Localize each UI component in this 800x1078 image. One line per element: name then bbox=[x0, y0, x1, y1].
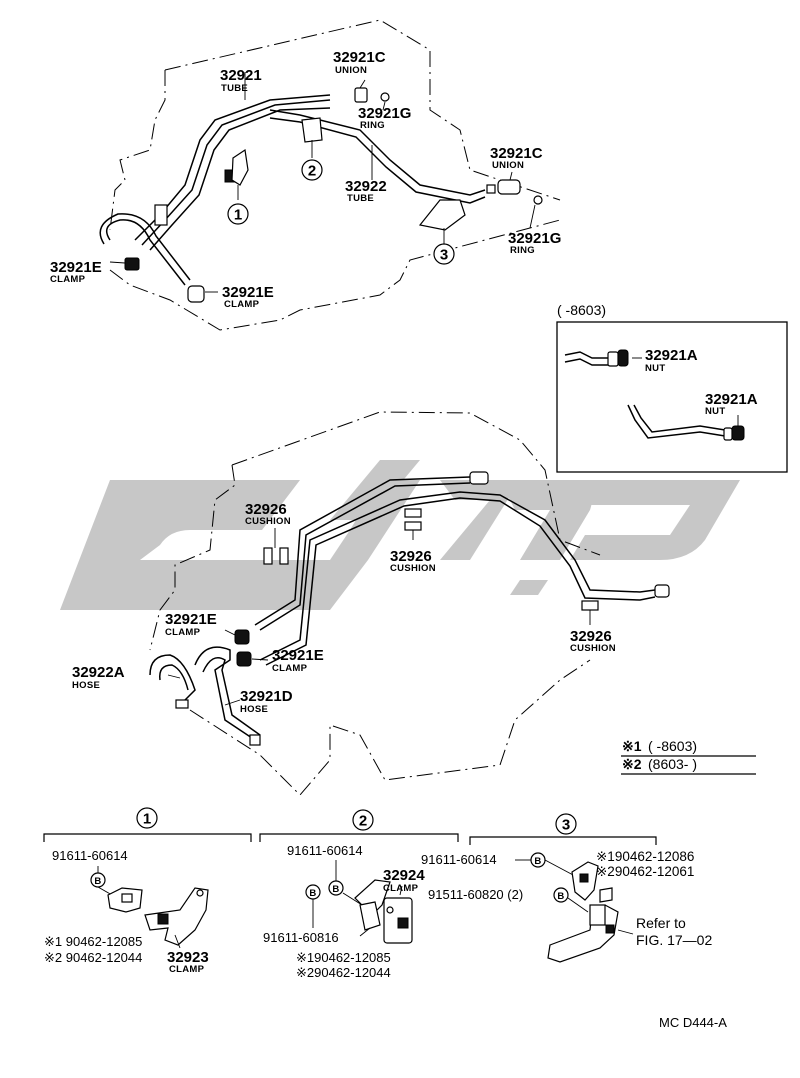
svg-text:B: B bbox=[309, 888, 316, 899]
label-clamp-bottom-name: CLAMP bbox=[224, 299, 260, 310]
svg-text:B: B bbox=[94, 876, 101, 887]
detail-2-bolt-top-symbol bbox=[328, 880, 344, 896]
label-hose-d-name: HOSE bbox=[240, 704, 268, 715]
ref-circle-3 bbox=[433, 243, 455, 265]
label-ring-top-number: 32921G bbox=[358, 105, 411, 122]
inset-nut-a-number: 32921A bbox=[645, 347, 698, 364]
detail-2-alt1: ※190462-12085 bbox=[296, 950, 391, 965]
detail-1-clamp-number: 32923 bbox=[167, 949, 209, 966]
label-clamp-bottom-number: 32921E bbox=[222, 284, 274, 301]
label-32922-name: TUBE bbox=[347, 193, 374, 204]
detail-1-bolt-label: 91611-60614 bbox=[52, 848, 128, 863]
label-union-top-name: UNION bbox=[335, 65, 367, 76]
label-clamp-lower-number: 32921E bbox=[272, 647, 324, 664]
ref-circle-2 bbox=[301, 159, 323, 181]
ref-circle-1 bbox=[227, 203, 249, 225]
detail-2-bolt-top: 91611-60614 bbox=[287, 843, 363, 858]
inset-box: ( -8603) 32921A NUT 32921A NUT bbox=[556, 302, 788, 473]
detail-3: 3 91611-60614 B 91511-60820 (2) B ※19046… bbox=[421, 813, 712, 963]
inset-nut-a-name: NUT bbox=[645, 363, 665, 374]
legend-period-2: (8603- ) bbox=[648, 756, 697, 772]
detail-2: 2 91611-60614 B B 32924 CLAMP 91611-6081… bbox=[259, 809, 459, 980]
detail-3-alt2: ※290462-12061 bbox=[596, 864, 694, 879]
label-clamp-left-name: CLAMP bbox=[50, 274, 86, 285]
label-hose-d-number: 32921D bbox=[240, 688, 293, 705]
detail-1-ref-circle bbox=[136, 807, 158, 829]
label-32921-number: 32921 bbox=[220, 67, 262, 84]
detail-2-alt2: ※290462-12044 bbox=[296, 965, 391, 980]
label-clamp-lower-name: CLAMP bbox=[272, 663, 308, 674]
detail-2-bolt-bottom: 91611-60816 bbox=[263, 930, 339, 945]
label-cushion-c-name: CUSHION bbox=[570, 643, 616, 654]
label-ring-right-number: 32921G bbox=[508, 230, 561, 247]
svg-text:B: B bbox=[557, 891, 564, 902]
legend-mark-1: ※1 bbox=[622, 738, 642, 754]
legend-period-1: ( -8603) bbox=[648, 738, 697, 754]
label-union-top-number: 32921C bbox=[333, 49, 386, 66]
label-union-right-number: 32921C bbox=[490, 145, 543, 162]
label-clamp-upper-name: CLAMP bbox=[165, 627, 201, 638]
watermark-logo bbox=[60, 460, 740, 610]
label-ring-right-name: RING bbox=[510, 245, 535, 256]
detail-2-ref-text: 2 bbox=[359, 813, 367, 830]
detail-3-bolt-b-symbol bbox=[553, 887, 569, 903]
label-clamp-left-number: 32921E bbox=[50, 259, 102, 276]
top-assembly: 32921 TUBE 32921C UNION 32921G RING 3292… bbox=[50, 19, 561, 331]
detail-1-alt2: ※2 90462-12044 bbox=[44, 950, 142, 965]
detail-1-ref-text: 1 bbox=[143, 811, 151, 828]
inset-nut-b-number: 32921A bbox=[705, 391, 758, 408]
detail-3-alt1: ※190462-12086 bbox=[596, 849, 694, 864]
ref-circle-1-text: 1 bbox=[234, 207, 242, 224]
svg-text:B: B bbox=[534, 856, 541, 867]
figure-code: MC D444-A bbox=[659, 1015, 727, 1030]
label-cushion-b-name: CUSHION bbox=[390, 563, 436, 574]
legend-mark-2: ※2 bbox=[622, 756, 642, 772]
label-hose-a-number: 32922A bbox=[72, 664, 125, 681]
label-clamp-upper-number: 32921E bbox=[165, 611, 217, 628]
middle-assembly: 32926 CUSHION 32926 CUSHION 32926 CUSHIO… bbox=[72, 411, 670, 796]
ref-circle-2-text: 2 bbox=[308, 163, 316, 180]
label-cushion-a-name: CUSHION bbox=[245, 516, 291, 527]
svg-text:B: B bbox=[332, 884, 339, 895]
detail-1-clamp-name: CLAMP bbox=[169, 964, 205, 975]
legend: ※1 ( -8603) ※2 (8603- ) bbox=[621, 738, 756, 775]
detail-3-ref-circle bbox=[555, 813, 577, 835]
detail-3-bolt-a: 91611-60614 bbox=[421, 852, 497, 867]
label-32921-name: TUBE bbox=[221, 83, 248, 94]
detail-3-ref-text: 3 bbox=[562, 817, 570, 834]
detail-2-ref-circle bbox=[352, 809, 374, 831]
detail-3-refer-line2: FIG. 17—02 bbox=[636, 932, 712, 948]
label-cushion-c-number: 32926 bbox=[570, 628, 612, 645]
label-hose-a-name: HOSE bbox=[72, 680, 100, 691]
label-ring-top-name: RING bbox=[360, 120, 385, 131]
ref-circle-3-text: 3 bbox=[440, 247, 448, 264]
label-cushion-a-number: 32926 bbox=[245, 501, 287, 518]
inset-period: ( -8603) bbox=[557, 302, 606, 318]
inset-nut-b-name: NUT bbox=[705, 406, 725, 417]
detail-3-refer-line1: Refer to bbox=[636, 915, 686, 931]
label-union-right-name: UNION bbox=[492, 160, 524, 171]
detail-1: 1 91611-60614 B ※1 90462-12085 ※2 90462-… bbox=[43, 807, 252, 975]
detail-2-clamp-name: CLAMP bbox=[383, 883, 419, 894]
detail-2-clamp-number: 32924 bbox=[383, 867, 425, 884]
detail-1-alt1: ※1 90462-12085 bbox=[44, 934, 142, 949]
detail-3-bolt-b: 91511-60820 (2) bbox=[428, 887, 523, 902]
label-cushion-b-number: 32926 bbox=[390, 548, 432, 565]
label-32922-number: 32922 bbox=[345, 178, 387, 195]
